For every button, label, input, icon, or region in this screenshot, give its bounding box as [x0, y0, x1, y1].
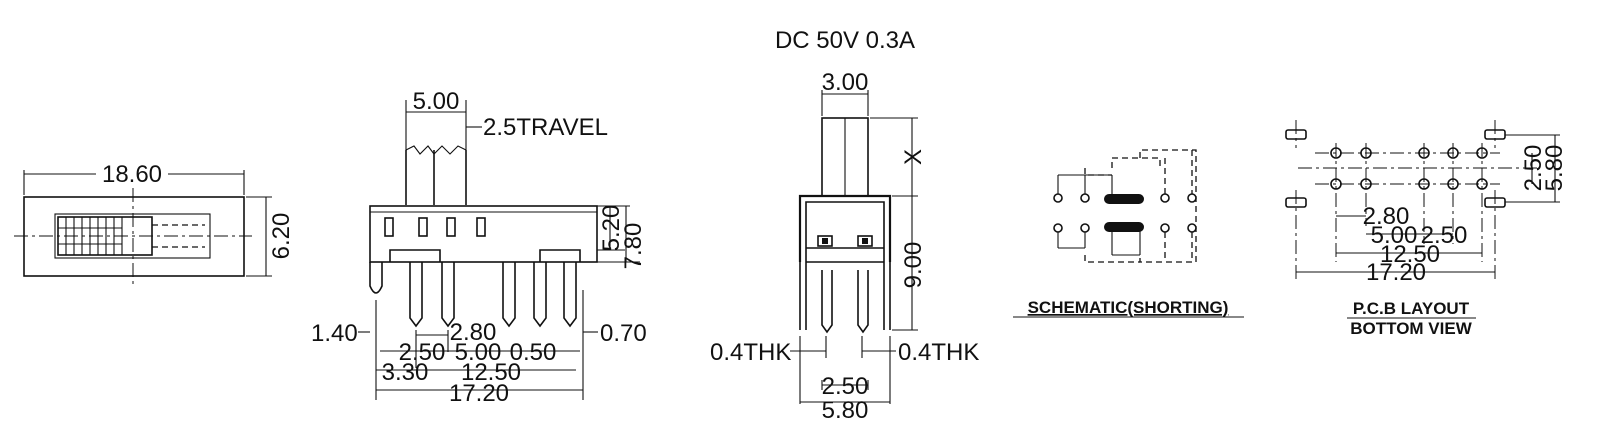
pcb-dim-row-pitch: 2.50	[1520, 145, 1547, 192]
top-view: 18.60 6.20	[14, 161, 295, 285]
dim-travel: 2.5TRAVEL	[483, 114, 608, 141]
pcb-dim-1720: 17.20	[1366, 259, 1426, 286]
shorting-bar-bottom	[1104, 222, 1144, 232]
pcb-layout: 2.50 5.80 2.80 5.00 2.50 12.50 17.20 P.C…	[1285, 120, 1568, 338]
dim-actuator-width: 3.00	[822, 69, 869, 96]
schematic-caption: SCHEMATIC(SHORTING)	[1028, 298, 1229, 317]
pcb-dim-outer: 5.80	[1541, 145, 1568, 192]
dim-500: 5.00	[455, 339, 502, 366]
dim-thk-left: 0.4THK	[710, 339, 791, 366]
shorting-bar-top	[1104, 194, 1144, 204]
dim-height-inner: 5.20	[598, 205, 625, 252]
dim-330: 3.30	[382, 359, 429, 386]
dim-width: 6.20	[268, 213, 295, 260]
dim-1720: 17.20	[449, 380, 509, 407]
rating-label: DC 50V 0.3A	[775, 27, 915, 54]
end-view: 3.00 X 9.00 0.4THK 0.4THK	[710, 69, 979, 424]
dim-height-outer: 7.80	[620, 223, 647, 270]
dim-1250: 12.50	[461, 359, 521, 386]
side-view: 5.00 2.5TRAVEL 5.20 7.80	[311, 88, 647, 407]
schematic: SCHEMATIC(SHORTING)	[1013, 149, 1244, 318]
dim-pin-pitch: 2.50	[822, 373, 869, 400]
pcb-dim-250: 2.50	[1421, 222, 1468, 249]
dim-050: 0.50	[510, 339, 557, 366]
dim-actuator-pitch: 5.00	[413, 88, 460, 115]
dim-overall-width: 5.80	[822, 397, 869, 424]
dim-length: 18.60	[102, 161, 162, 188]
pcb-dim-280: 2.80	[1363, 203, 1410, 230]
side-view-pins	[409, 262, 577, 328]
dim-thk-right: 0.4THK	[898, 339, 979, 366]
dim-250: 2.50	[399, 339, 446, 366]
dim-body-height: 9.00	[900, 242, 927, 289]
dim-140: 1.40	[311, 320, 358, 347]
side-view-body	[369, 205, 598, 263]
dim-070: 0.70	[600, 320, 647, 347]
dim-280: 2.80	[450, 319, 497, 346]
pcb-caption-1: P.C.B LAYOUT	[1353, 299, 1470, 318]
pcb-caption-2: BOTTOM VIEW	[1350, 319, 1472, 338]
dim-actuator-height: X	[900, 149, 927, 165]
pcb-dim-500: 5.00	[1371, 222, 1418, 249]
pcb-dim-1250: 12.50	[1380, 241, 1440, 268]
